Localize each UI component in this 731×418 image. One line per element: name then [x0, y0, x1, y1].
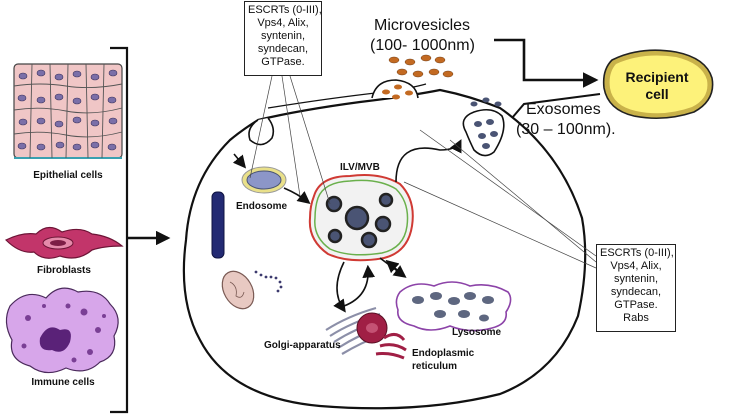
mitochondrion [221, 270, 255, 310]
fibroblast-illustration [4, 226, 124, 259]
er-label-line2: reticulum [412, 361, 457, 372]
ilv-mvb-label: ILV/MVB [340, 162, 380, 173]
annotation-right-line: Vps4, Alix, [610, 260, 662, 272]
exosome-release-pocket [462, 97, 505, 157]
lysosome [395, 281, 512, 332]
annotation-right-line: syndecan, [610, 286, 662, 298]
arrow-entry-endosome [232, 153, 247, 169]
annotation-box-right: ESCRTs (0-III), Vps4, Alix, syntenin, sy… [596, 244, 676, 332]
exosome-release-line [511, 93, 601, 119]
recipient-label-line1: Recipient [625, 69, 688, 85]
endosome-label: Endosome [236, 201, 288, 212]
budding-microvesicle [371, 79, 419, 100]
annotation-box-top: ESCRTs (0-III), Vps4, Alix, syntenin, sy… [244, 1, 322, 76]
er-label-line1: Endoplasmic [412, 348, 475, 359]
lysosome-label: Lysosome [452, 327, 502, 338]
arrow-mvb-exosome [395, 139, 462, 183]
exosomes-size-label: (30 – 100nm). [516, 121, 616, 138]
annotation-right-line: syntenin, [613, 273, 659, 285]
arrow-golgi-mvb [343, 264, 376, 307]
epithelial-cells-illustration [13, 63, 123, 159]
recipient-cell [602, 49, 714, 120]
annotation-right-line: GTPase. [614, 299, 658, 311]
endoplasmic-reticulum [356, 312, 407, 360]
fibroblasts-label: Fibroblasts [37, 265, 91, 276]
microvesicles-size-label: (100- 1000nm) [370, 37, 475, 54]
immune-cell-illustration [5, 287, 119, 374]
ribosome-strand [254, 270, 283, 293]
arrow-endosome-mvb [283, 187, 311, 204]
microvesicles-released [388, 54, 454, 78]
leader-lines [249, 75, 597, 269]
arrow-lysosome-mvb [385, 259, 405, 277]
multivesicular-body [308, 174, 414, 262]
annotation-right-line: ESCRTs (0-III), [600, 247, 674, 259]
annotation-top-line: ESCRTs (0-III), [248, 4, 322, 16]
golgi-label: Golgi-apparatus [264, 340, 341, 351]
endosome [241, 166, 287, 194]
immune-cells-label: Immune cells [31, 377, 95, 388]
microvesicle-release-arrow [494, 38, 599, 88]
annotation-right-line: Rabs [623, 312, 649, 324]
annotation-top-line: GTPase. [261, 56, 305, 68]
annotation-top-line: syndecan, [257, 43, 309, 55]
arrow-mvb-golgi [333, 261, 346, 313]
epithelial-cells-label: Epithelial cells [33, 170, 103, 181]
annotation-top-line: syntenin, [260, 30, 306, 42]
source-bracket [110, 46, 129, 414]
cytoskeleton-column [211, 191, 225, 259]
exosomes-label: Exosomes [526, 101, 601, 118]
recipient-label-line2: cell [645, 86, 668, 102]
annotation-top-line: Vps4, Alix, [257, 17, 309, 29]
microvesicles-label: Microvesicles [374, 17, 470, 34]
